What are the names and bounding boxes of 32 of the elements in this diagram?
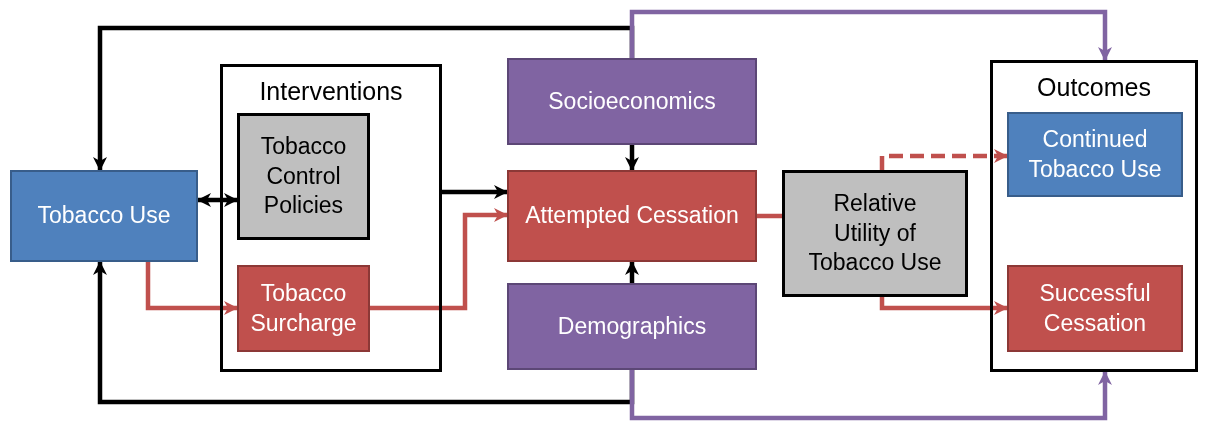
group-title: Interventions (258, 76, 404, 107)
arrow (879, 149, 1008, 170)
process-box (507, 283, 757, 370)
arrow (145, 262, 238, 315)
box-label: Tobacco Surcharge (249, 278, 358, 338)
process-box (1007, 112, 1183, 197)
process-box (507, 170, 757, 262)
group-container (990, 60, 1198, 372)
box-label: Relative Utility of Tobacco Use (807, 188, 943, 278)
group-container (220, 64, 442, 372)
process-box (237, 113, 370, 240)
process-box (507, 58, 757, 145)
process-box (782, 170, 968, 297)
box-label: Tobacco Use (36, 201, 172, 231)
process-box (237, 265, 370, 352)
box-label: Attempted Cessation (524, 201, 740, 231)
box-label: Demographics (556, 311, 708, 341)
box-label: Socioeconomics (547, 86, 717, 116)
process-box (1007, 265, 1183, 352)
box-label: Continued Tobacco Use (1027, 124, 1163, 184)
process-box (10, 170, 198, 262)
arrow (879, 297, 1008, 315)
box-label: Tobacco Control Policies (259, 131, 348, 221)
arrow (370, 208, 508, 311)
arrow (625, 145, 639, 171)
arrow (629, 9, 1112, 61)
group-title: Outcomes (1036, 72, 1152, 103)
arrow (625, 261, 639, 283)
arrow (629, 370, 1112, 421)
box-label: Successful Cessation (1038, 278, 1152, 338)
arrow (442, 185, 508, 199)
arrow (197, 193, 238, 207)
